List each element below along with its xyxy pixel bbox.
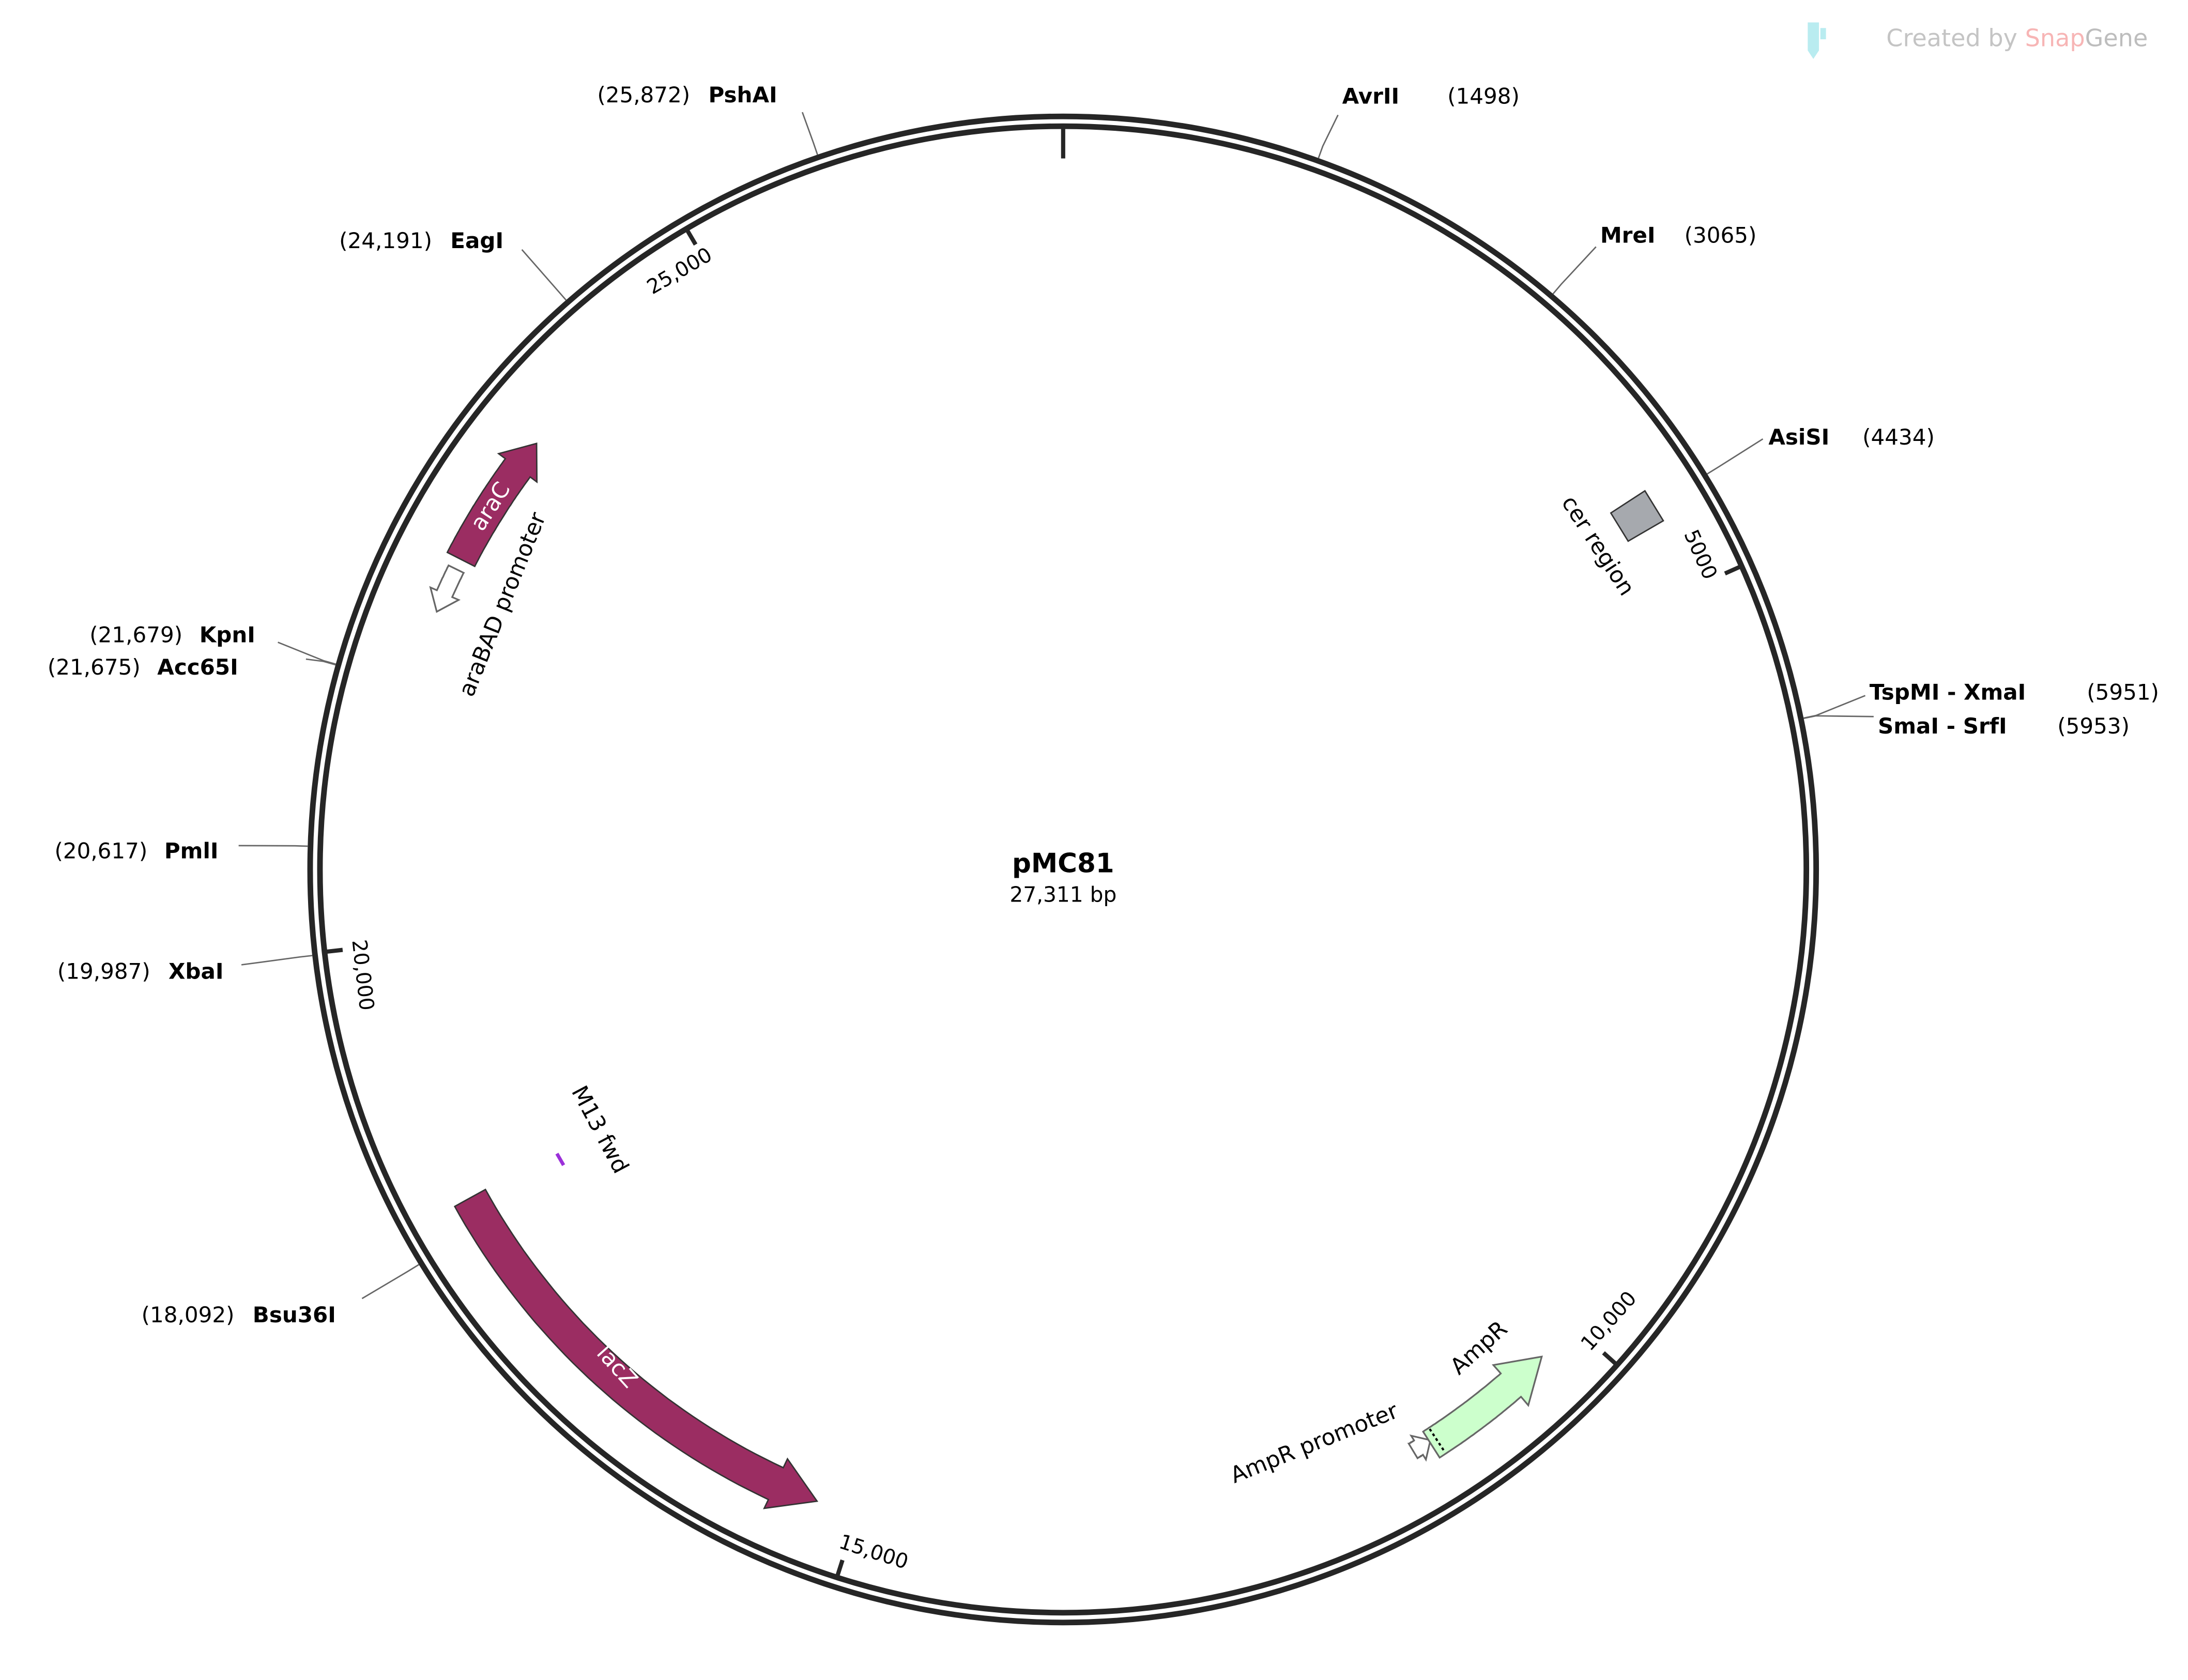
- enzyme-pos: (19,987): [57, 959, 150, 984]
- enzyme-leader-line: [361, 1264, 420, 1300]
- M13-fwd-label[interactable]: M13 fwd: [566, 1081, 634, 1178]
- M13-fwd-primer[interactable]: [555, 1153, 565, 1166]
- lacZ-arrow[interactable]: [453, 1188, 819, 1509]
- enzyme-leader-line: [1552, 246, 1597, 295]
- enzyme-name[interactable]: AvrII: [1342, 84, 1399, 109]
- enzyme-leader-line: [801, 112, 818, 155]
- watermark-brand-gene: Gene: [2085, 24, 2148, 52]
- enzyme-pos: (25,872): [597, 82, 690, 108]
- enzyme-pos: (5951): [2087, 680, 2159, 705]
- enzyme-leader-line: [521, 249, 567, 301]
- enzyme-leader-line: [305, 658, 336, 666]
- plasmid-name: pMC81: [1012, 848, 1114, 879]
- araBAD-promoter-arrow[interactable]: [429, 564, 465, 613]
- enzyme-pos: (3065): [1685, 222, 1757, 248]
- enzyme-name[interactable]: Acc65I: [157, 654, 238, 680]
- tick-mark: [834, 1559, 845, 1580]
- AmpR-arrow[interactable]: [1422, 1355, 1543, 1459]
- enzyme-name[interactable]: TspMI - XmaI: [1870, 680, 2026, 705]
- svg-text:Created by SnapGene: Created by SnapGene: [1886, 24, 2148, 52]
- tick-label: 15,000: [836, 1530, 911, 1574]
- cer-region-box[interactable]: [1610, 490, 1664, 542]
- feature-labels: araC araBAD promoter lacZ AmpR AmpR prom…: [454, 478, 1640, 1489]
- features: [429, 442, 1664, 1509]
- AmpR-segment-divider: [1429, 1428, 1446, 1453]
- enzyme-pos: (21,679): [89, 622, 182, 647]
- tick-mark: [1724, 563, 1744, 576]
- enzyme-pos: (21,675): [48, 654, 141, 680]
- enzyme-pos: (5953): [2057, 713, 2130, 739]
- enzyme-leader-line: [241, 955, 313, 966]
- tick-mark: [323, 948, 343, 954]
- enzyme-leader-line: [1707, 438, 1764, 475]
- tick-mark: [1602, 1351, 1620, 1368]
- enzyme-pos: (1498): [1447, 84, 1520, 109]
- tick-label: 20,000: [347, 938, 378, 1012]
- enzyme-name[interactable]: AsiSI: [1768, 424, 1829, 450]
- enzyme-pos: (4434): [1862, 424, 1935, 450]
- enzyme-pos: (24,191): [339, 228, 432, 253]
- enzyme-leader-line: [1803, 695, 1866, 719]
- watermark-prefix: Created by: [1886, 24, 2025, 52]
- tick-mark: [684, 226, 698, 246]
- backbone-outer: [307, 113, 1819, 1626]
- enzyme-name[interactable]: Bsu36I: [253, 1302, 336, 1327]
- enzyme-name[interactable]: MreI: [1600, 222, 1656, 248]
- enzyme-leader-line: [1318, 114, 1339, 159]
- enzyme-name[interactable]: KpnI: [200, 622, 255, 647]
- enzyme-pos: (20,617): [54, 838, 147, 863]
- araC-arrow[interactable]: [446, 442, 538, 568]
- enzyme-leader-line: [1803, 715, 1874, 720]
- enzyme-leaders: [238, 112, 1874, 1300]
- enzyme-pos: (18,092): [142, 1302, 235, 1327]
- enzyme-name[interactable]: SmaI - SrfI: [1878, 713, 2007, 739]
- tick-label: 5000: [1679, 526, 1722, 583]
- enzyme-name[interactable]: XbaI: [169, 959, 223, 984]
- tube-icon: [1808, 22, 1826, 59]
- enzyme-leader-line: [278, 642, 336, 665]
- enzyme-labels: (25,872) PshAI AvrII (1498) MreI (3065) …: [48, 82, 2159, 1327]
- plasmid-length: 27,311 bp: [1009, 882, 1116, 907]
- snapgene-watermark: Created by SnapGene: [1808, 22, 2148, 59]
- watermark-brand-snap: Snap: [2025, 24, 2085, 52]
- enzyme-name[interactable]: PmlI: [164, 838, 219, 863]
- AmpR-promoter-label[interactable]: AmpR promoter: [1227, 1398, 1402, 1489]
- enzyme-name[interactable]: PshAI: [708, 82, 777, 108]
- enzyme-name[interactable]: EagI: [450, 228, 503, 253]
